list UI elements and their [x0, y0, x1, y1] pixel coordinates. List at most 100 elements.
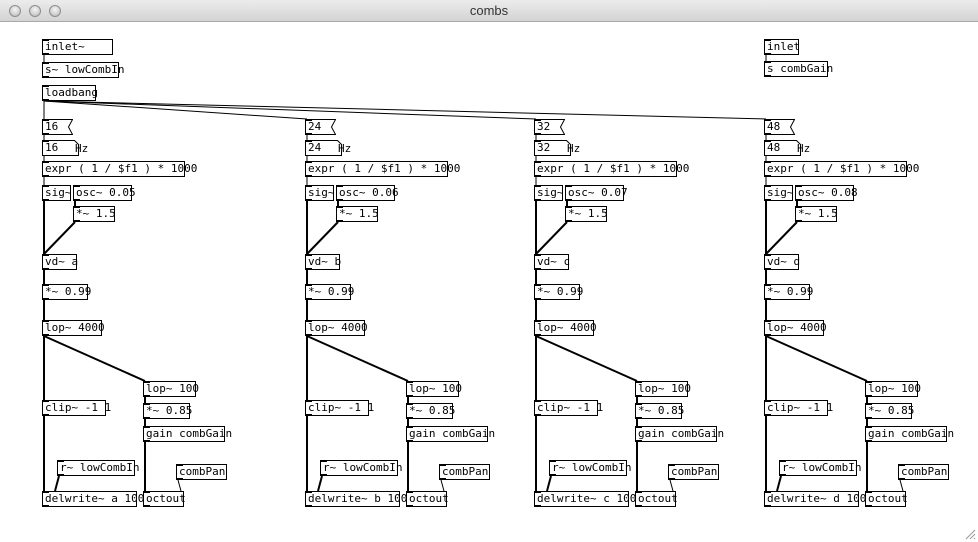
lop-4000-object[interactable]: lop~ 4000: [42, 320, 105, 336]
sig-object[interactable]: sig~: [534, 185, 564, 201]
sig-object[interactable]: sig~: [764, 185, 794, 201]
frequency-message[interactable]: 16: [42, 119, 73, 135]
patch-cord[interactable]: [317, 475, 323, 492]
receive-lowcombin-object[interactable]: r~ lowCombIn: [549, 460, 631, 476]
send-combgain-object[interactable]: s combGain: [764, 61, 833, 77]
patch-cord[interactable]: [899, 479, 904, 492]
osc-object[interactable]: osc~ 0.08: [795, 185, 858, 201]
patch-cord[interactable]: [43, 221, 76, 255]
multiply-1-5-object[interactable]: *~ 1.5: [565, 206, 608, 222]
inlet-object[interactable]: inlet: [764, 39, 800, 55]
patch-cord[interactable]: [765, 221, 798, 255]
lop-100-object[interactable]: lop~ 100: [143, 381, 199, 397]
send-lowcombin-object[interactable]: s~ lowCombIn: [42, 62, 124, 78]
expr-object[interactable]: expr ( 1 / $f1 ) * 1000: [42, 161, 197, 177]
frequency-number[interactable]: 48: [764, 140, 801, 156]
octout-object[interactable]: octout: [143, 491, 186, 507]
multiply-0-99-object[interactable]: *~ 0.99: [305, 284, 354, 300]
vd-object[interactable]: vd~ a: [42, 254, 78, 270]
osc-object[interactable]: osc~ 0.05: [73, 185, 136, 201]
combpan-object[interactable]: combPan: [176, 464, 227, 480]
inlet-tilde-object[interactable]: inlet~: [42, 39, 113, 55]
lop-4000-object[interactable]: lop~ 4000: [764, 320, 827, 336]
receive-lowcombin-object[interactable]: r~ lowCombIn: [320, 460, 402, 476]
frequency-message[interactable]: 32: [534, 119, 565, 135]
minimize-window-icon[interactable]: [29, 5, 41, 17]
combpan-object[interactable]: combPan: [898, 464, 949, 480]
patch-cord[interactable]: [43, 100, 767, 120]
gain-combgain-object[interactable]: gain combGain: [143, 426, 232, 442]
octout-object[interactable]: octout: [865, 491, 908, 507]
frequency-number[interactable]: 16: [42, 140, 79, 156]
patch-cord[interactable]: [535, 335, 638, 382]
sig-object[interactable]: sig~: [305, 185, 335, 201]
resize-grip-icon[interactable]: [964, 528, 976, 540]
expr-object[interactable]: expr ( 1 / $f1 ) * 1000: [305, 161, 460, 177]
lop-100-object[interactable]: lop~ 100: [635, 381, 691, 397]
patch-cord[interactable]: [535, 221, 568, 255]
receive-lowcombin-object[interactable]: r~ lowCombIn: [779, 460, 861, 476]
clip-object[interactable]: clip~ -1 1: [764, 400, 833, 416]
patch-cord[interactable]: [43, 100, 537, 120]
hz-label: Hz: [567, 142, 581, 155]
multiply-1-5-object[interactable]: *~ 1.5: [336, 206, 379, 222]
combpan-object[interactable]: combPan: [439, 464, 490, 480]
sig-object[interactable]: sig~: [42, 185, 72, 201]
expr-object[interactable]: expr ( 1 / $f1 ) * 1000: [764, 161, 919, 177]
multiply-0-99-object[interactable]: *~ 0.99: [42, 284, 91, 300]
multiply-0-85-object[interactable]: *~ 0.85: [635, 403, 684, 419]
close-window-icon[interactable]: [9, 5, 21, 17]
lop-4000-object[interactable]: lop~ 4000: [305, 320, 368, 336]
lop-4000-object[interactable]: lop~ 4000: [534, 320, 597, 336]
patch-cord[interactable]: [440, 479, 445, 492]
patch-cord[interactable]: [776, 475, 782, 492]
gain-combgain-object[interactable]: gain combGain: [865, 426, 954, 442]
frequency-number[interactable]: 32: [534, 140, 571, 156]
patch-cord[interactable]: [765, 335, 868, 382]
delwrite-object[interactable]: delwrite~ b 100: [305, 491, 407, 507]
multiply-1-5-object[interactable]: *~ 1.5: [73, 206, 116, 222]
gain-combgain-object[interactable]: gain combGain: [406, 426, 495, 442]
osc-object[interactable]: osc~ 0.07: [565, 185, 628, 201]
loadbang-object[interactable]: loadbang: [42, 85, 98, 101]
multiply-0-99-object[interactable]: *~ 0.99: [764, 284, 813, 300]
patch-cord[interactable]: [43, 335, 146, 382]
delwrite-object[interactable]: delwrite~ d 100: [764, 491, 866, 507]
clip-object[interactable]: clip~ -1 1: [305, 400, 374, 416]
frequency-message[interactable]: 24: [305, 119, 336, 135]
patch-cord[interactable]: [54, 475, 60, 492]
patch-cord[interactable]: [306, 221, 339, 255]
multiply-1-5-object[interactable]: *~ 1.5: [795, 206, 838, 222]
vd-object[interactable]: vd~ b: [305, 254, 341, 270]
patch-cord[interactable]: [546, 475, 552, 492]
multiply-0-85-object[interactable]: *~ 0.85: [865, 403, 914, 419]
delwrite-object[interactable]: delwrite~ a 100: [42, 491, 144, 507]
delwrite-object[interactable]: delwrite~ c 100: [534, 491, 636, 507]
patch-cord[interactable]: [43, 100, 308, 120]
clip-object[interactable]: clip~ -1 1: [534, 400, 603, 416]
multiply-0-85-object[interactable]: *~ 0.85: [143, 403, 192, 419]
octout-object[interactable]: octout: [635, 491, 678, 507]
octout-object[interactable]: octout: [406, 491, 449, 507]
vd-object[interactable]: vd~ d: [764, 254, 800, 270]
window-title: combs: [469, 3, 509, 18]
patch-cord[interactable]: [177, 479, 182, 492]
combpan-object[interactable]: combPan: [668, 464, 719, 480]
frequency-number[interactable]: 24: [305, 140, 342, 156]
gain-combgain-object[interactable]: gain combGain: [635, 426, 724, 442]
multiply-0-99-object[interactable]: *~ 0.99: [534, 284, 583, 300]
lop-100-object[interactable]: lop~ 100: [406, 381, 462, 397]
patch-canvas[interactable]: inlet~ s~ lowCombIn loadbang inlet s com…: [0, 22, 978, 542]
patch-cord[interactable]: [669, 479, 674, 492]
frequency-message[interactable]: 48: [764, 119, 795, 135]
clip-object[interactable]: clip~ -1 1: [42, 400, 111, 416]
multiply-0-85-object[interactable]: *~ 0.85: [406, 403, 455, 419]
lop-100-object[interactable]: lop~ 100: [865, 381, 921, 397]
osc-object[interactable]: osc~ 0.06: [336, 185, 399, 201]
receive-lowcombin-object[interactable]: r~ lowCombIn: [57, 460, 139, 476]
zoom-window-icon[interactable]: [49, 5, 61, 17]
expr-object[interactable]: expr ( 1 / $f1 ) * 1000: [534, 161, 689, 177]
patch-cord[interactable]: [306, 335, 409, 382]
vd-object[interactable]: vd~ c: [534, 254, 570, 270]
